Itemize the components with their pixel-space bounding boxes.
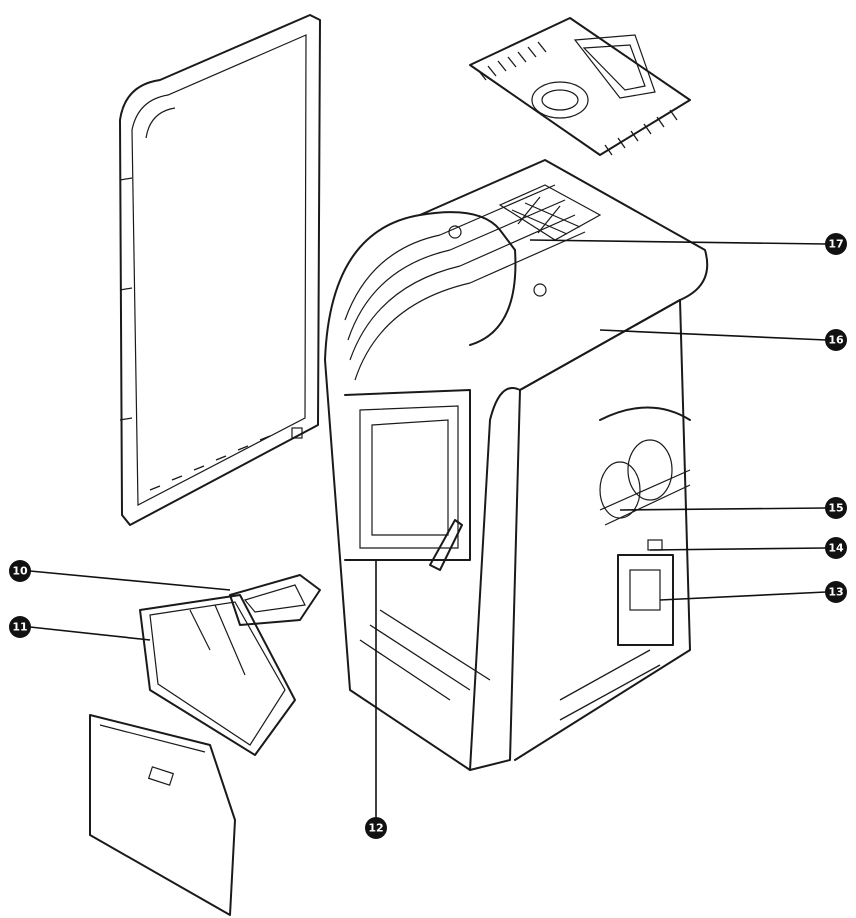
ash-drawer [139,594,296,756]
callout-16-label: 16 [828,334,844,347]
ash-tray [229,574,321,626]
callout-17: 17 [825,233,847,255]
callout-11-label: 11 [12,621,27,634]
callout-14-label: 14 [828,542,844,555]
callout-15-label: 15 [828,502,843,515]
callout-13-label: 13 [828,586,843,599]
side-panel [119,14,321,526]
stove-body [324,159,709,771]
callout-12: 12 [365,817,387,839]
leader-lines [29,239,827,817]
drawer-door [89,714,236,916]
callout-17-label: 17 [828,238,843,251]
callout-12-label: 12 [368,822,383,835]
callout-16: 16 [825,329,847,351]
callout-15: 15 [825,497,847,519]
top-cover [469,17,691,156]
callout-14: 14 [825,537,847,559]
callout-10: 10 [9,560,31,582]
callout-10-label: 10 [12,565,28,578]
callout-11: 11 [9,616,31,638]
callout-13: 13 [825,581,847,603]
